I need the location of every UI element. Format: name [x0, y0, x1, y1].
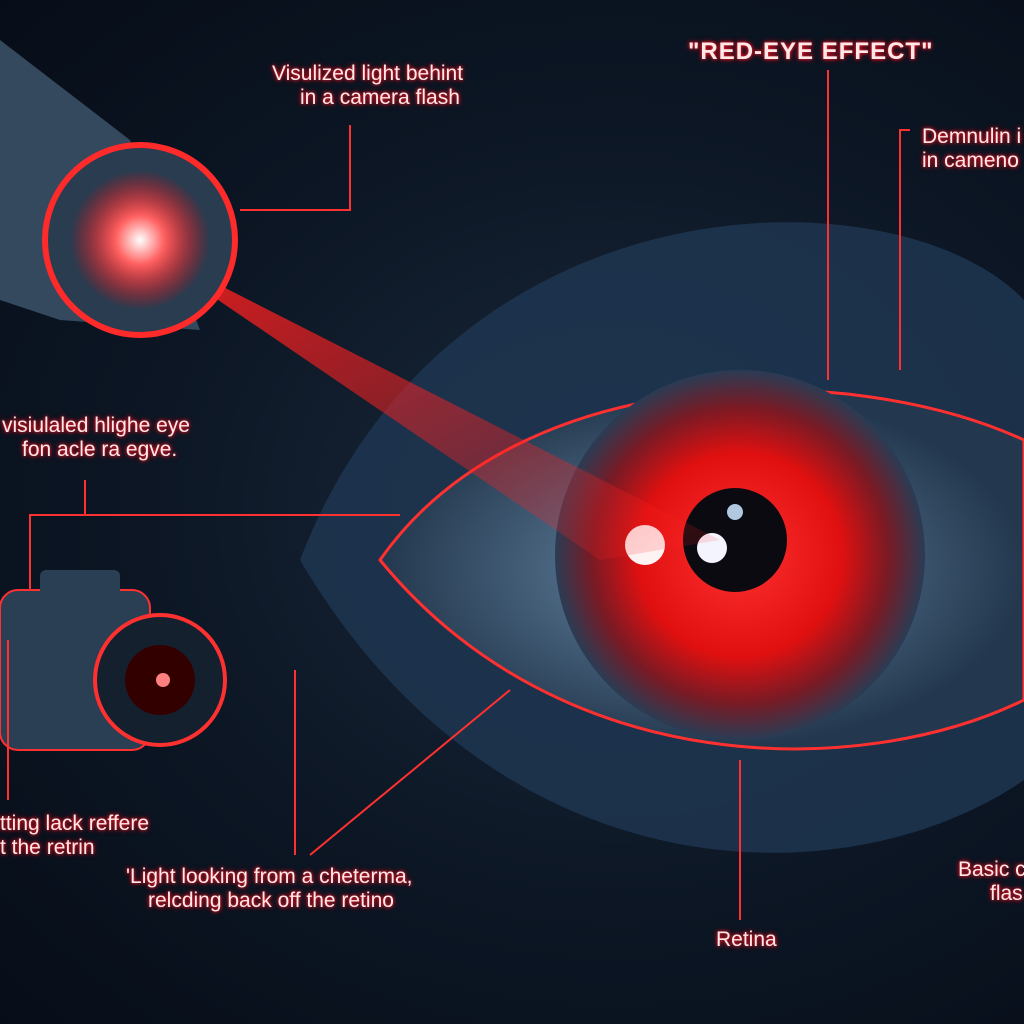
label-bottom-center: 'Light looking from a cheterma, relcding…	[126, 865, 412, 913]
light-beam	[130, 240, 720, 560]
label-line: relcding back off the retino	[148, 889, 394, 912]
label-line: t the retrin	[0, 836, 95, 859]
label-left-bottom: tting lack reffere t the retrin	[0, 812, 149, 860]
label-line: Demnulin i	[922, 125, 1022, 148]
label-top-right: Demnulin i in cameno	[922, 125, 1021, 173]
leader-lines	[7, 70, 910, 920]
label-line: Visulized light behint	[272, 62, 464, 85]
label-line: in cameno	[922, 149, 1019, 172]
label-line: 'Light looking from a cheterma,	[126, 865, 413, 888]
title: "RED-EYE EFFECT"	[688, 38, 934, 65]
label-line: flas	[990, 882, 1023, 905]
label-line: visiulaled hlighe eye	[2, 414, 190, 437]
camera	[0, 570, 227, 751]
label-line: in a camera flash	[300, 86, 460, 109]
label-left-middle: visiulaled hlighe eye fon acle ra egve.	[2, 414, 190, 462]
label-bottom-right: Basic c flas	[958, 858, 1024, 906]
label-line: fon acle ra egve.	[22, 438, 178, 461]
camera-flash	[0, 40, 238, 338]
label-flash: Visulized light behint in a camera flash	[272, 62, 463, 110]
label-retina: Retina	[716, 928, 777, 951]
label-line: tting lack reffere	[0, 812, 150, 835]
pupil	[683, 488, 787, 592]
label-line: Basic c	[958, 858, 1024, 881]
